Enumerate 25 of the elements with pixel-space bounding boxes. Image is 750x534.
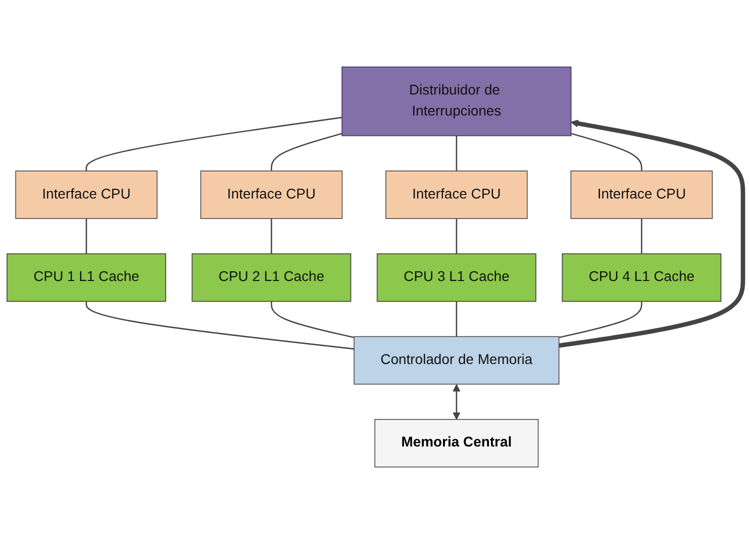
connector bbox=[270, 301, 354, 338]
node-box: Memoria Central bbox=[374, 418, 539, 468]
connector bbox=[456, 218, 458, 254]
node-box: Controlador de Memoria bbox=[354, 336, 560, 385]
node-box: CPU 1 L1 Cache bbox=[6, 253, 166, 302]
node-box: CPU 2 L1 Cache bbox=[192, 253, 352, 302]
node-box: Interface CPU bbox=[200, 170, 343, 219]
node-box: Distribuidor de Interrupciones bbox=[342, 66, 572, 136]
connector bbox=[456, 136, 458, 171]
connector bbox=[558, 301, 642, 338]
connector bbox=[270, 132, 342, 171]
connector bbox=[640, 218, 642, 254]
connector bbox=[456, 301, 458, 337]
node-box: CPU 3 L1 Cache bbox=[376, 253, 536, 302]
arrow bbox=[452, 384, 460, 420]
node-box: CPU 4 L1 Cache bbox=[562, 253, 722, 302]
connector bbox=[86, 116, 342, 171]
node-box: Interface CPU bbox=[15, 170, 158, 219]
arrow bbox=[558, 120, 746, 348]
connector bbox=[86, 301, 354, 350]
node-box: Interface CPU bbox=[570, 170, 713, 219]
node-box: Interface CPU bbox=[385, 170, 528, 219]
connector bbox=[270, 218, 272, 254]
connector bbox=[570, 132, 642, 171]
connector bbox=[86, 218, 88, 254]
